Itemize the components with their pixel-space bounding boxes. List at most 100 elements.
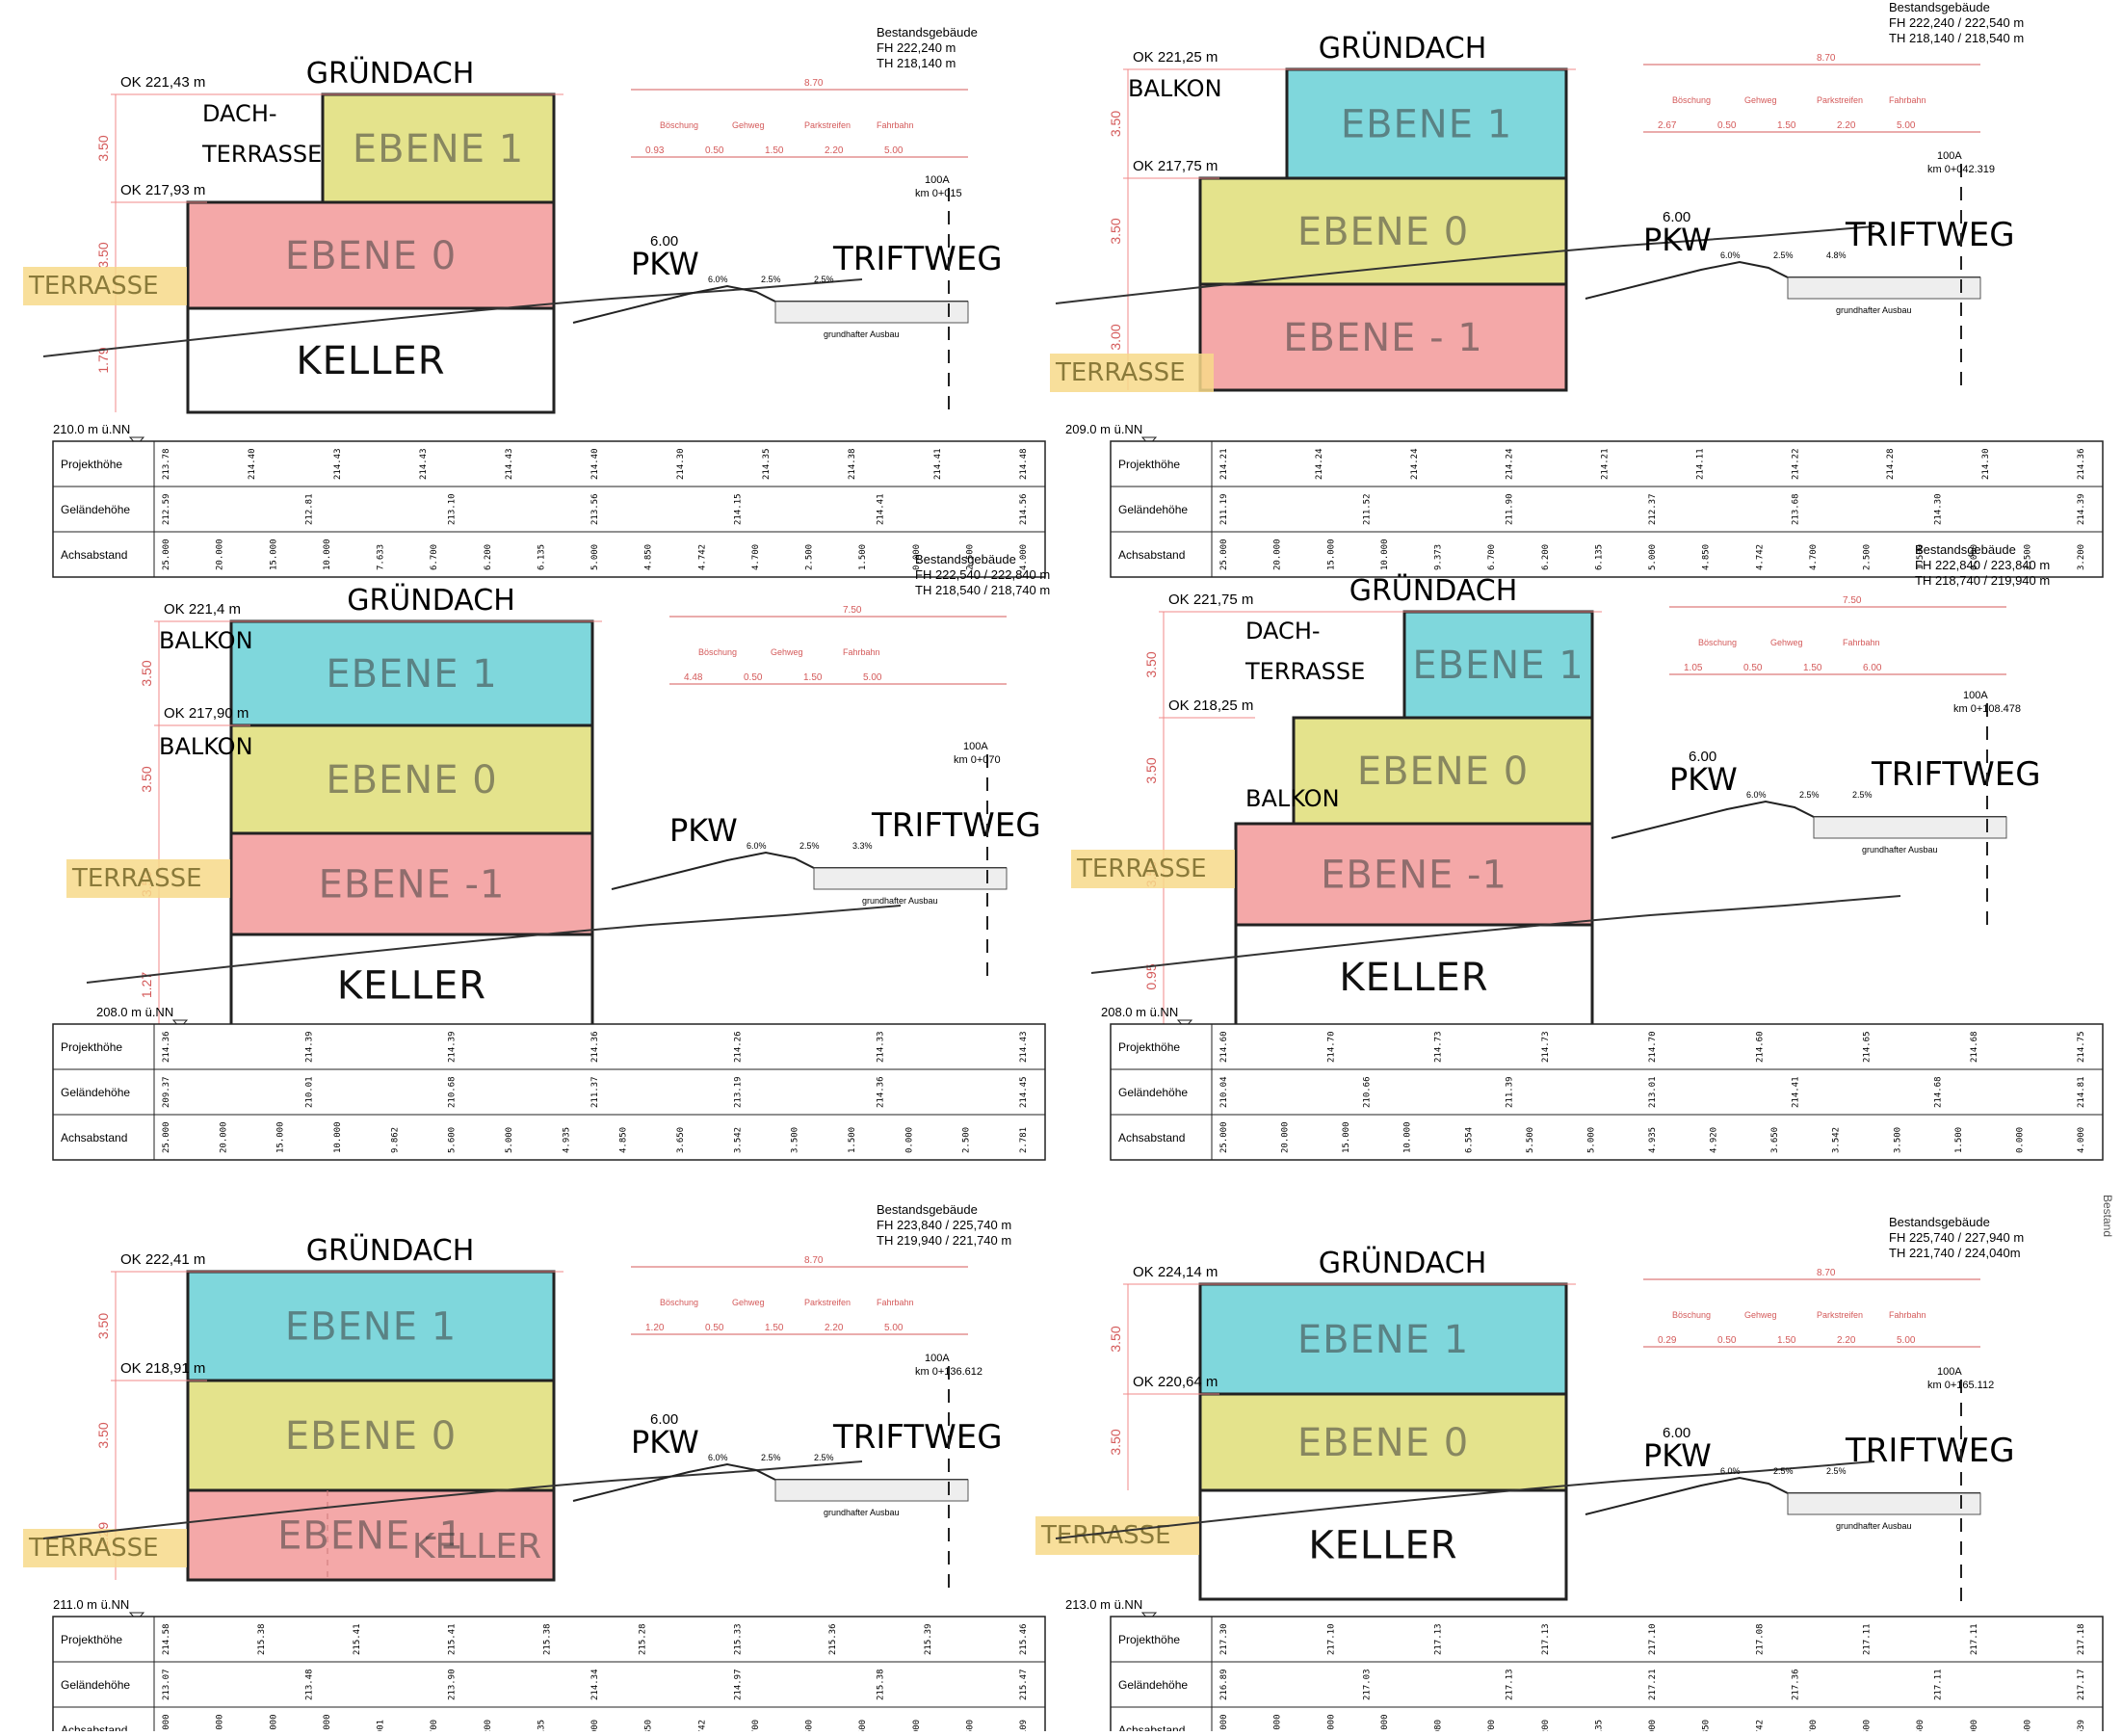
pkw-width: 6.00 <box>650 233 678 250</box>
table-value-1-5: 214.26 <box>733 1031 743 1063</box>
level-box-3 <box>1234 822 1594 927</box>
side-label-3: BALKON <box>1245 785 1340 812</box>
level-box-2 <box>186 200 556 310</box>
level-box-1 <box>229 619 594 727</box>
terrace-label: TERRASSE <box>71 864 202 893</box>
station-id: 100A <box>1963 690 1988 701</box>
dim-value-1: 3.50 <box>95 1313 111 1339</box>
table-value-3-2: 20.000 <box>1273 539 1283 570</box>
ok-mid-label: OK 217,75 m <box>1133 158 1218 174</box>
zone-dim-3: 1.50 <box>765 145 784 156</box>
table-value-3-11: 4.742 <box>697 1720 707 1731</box>
table-value-2-4: 214.34 <box>590 1669 600 1700</box>
table-value-1-7: 217.11 <box>1863 1623 1873 1655</box>
table-value-1-1: 217.30 <box>1219 1623 1229 1655</box>
data-table <box>1110 1023 2104 1161</box>
zone-dim-2: 0.50 <box>705 145 724 156</box>
table-value-1-9: 214.38 <box>848 448 857 480</box>
table-value-3-11: 4.742 <box>1755 1720 1765 1731</box>
level-label-3: EBENE -1 <box>1321 854 1507 898</box>
existing-title: Bestandsgebäude <box>1889 0 1990 14</box>
existing-fh: FH 225,740 / 227,940 m <box>1889 1230 2024 1245</box>
zone-2: Gehweg <box>1744 95 1777 105</box>
table-value-3-13: 2.500 <box>805 1720 815 1731</box>
datum-label: 208.0 m ü.NN <box>96 1005 173 1019</box>
zone-dim-3: 1.50 <box>1777 120 1796 131</box>
pkw-label: PKW <box>631 246 699 282</box>
table-value-2-7: 214.45 <box>1019 1076 1029 1108</box>
table-value-3-13: 2.500 <box>1863 1720 1873 1731</box>
table-value-1-5: 214.70 <box>1648 1031 1658 1063</box>
zone-dim-4: 6.00 <box>1863 663 1882 673</box>
slope-2: 2.5% <box>761 275 781 284</box>
slope-3: 2.5% <box>814 1453 834 1462</box>
existing-th: TH 221,740 / 224,040m <box>1889 1246 2021 1260</box>
zone-dim-5: 5.00 <box>884 1323 904 1333</box>
terrace-highlight <box>66 859 230 898</box>
existing-fh: FH 222,240 / 222,540 m <box>1889 15 2024 30</box>
station-km: km 0+108.478 <box>1953 703 2021 715</box>
table-value-3-6: 5.600 <box>448 1127 458 1153</box>
table-value-2-5: 214.97 <box>733 1669 743 1700</box>
dim-value-1: 3.50 <box>1143 651 1159 677</box>
zone-dim-1: 0.29 <box>1658 1335 1677 1346</box>
dim-value-1: 3.50 <box>1108 111 1123 137</box>
existing-title: Bestandsgebäude <box>877 25 978 39</box>
zone-dim-2: 0.50 <box>1743 663 1763 673</box>
datum-label: 213.0 m ü.NN <box>1065 1597 1142 1612</box>
road-base <box>1787 276 1981 300</box>
total-width: 7.50 <box>1843 595 1862 606</box>
table-value-1-8: 215.36 <box>828 1623 838 1655</box>
table-value-2-3: 213.10 <box>448 493 458 525</box>
terrain-line <box>42 1460 863 1539</box>
table-value-3-9: 4.850 <box>619 1127 629 1153</box>
table-value-3-14: 1.500 <box>858 1720 868 1731</box>
data-table <box>1110 1616 2104 1736</box>
terrain-line <box>86 905 902 984</box>
table-value-3-17: 2.539 <box>2077 1720 2086 1731</box>
table-value-1-6: 214.40 <box>590 448 600 480</box>
table-value-1-8: 217.11 <box>1970 1623 1979 1655</box>
table-value-3-12: 3.500 <box>791 1127 800 1153</box>
level-label-3: KELLER <box>1308 1524 1457 1568</box>
table-value-2-6: 214.41 <box>877 493 886 525</box>
level-label-1: EBENE 1 <box>326 652 497 697</box>
total-width: 8.70 <box>804 78 824 89</box>
slope-1: 6.0% <box>708 1453 728 1462</box>
zone-3: Parkstreifen <box>1817 95 1863 105</box>
ok-mid-label: OK 220,64 m <box>1133 1374 1218 1390</box>
table-value-3-15: 0.000 <box>912 544 922 570</box>
station-id: 100A <box>925 174 950 186</box>
level-label-2: EBENE 0 <box>1297 1421 1469 1465</box>
table-value-2-6: 214.30 <box>1934 493 1944 525</box>
table-value-3-5: 6.554 <box>1464 1127 1474 1153</box>
street-label: TRIFTWEG <box>1845 1432 2015 1470</box>
table-value-2-5: 213.68 <box>1791 493 1800 525</box>
table-value-3-4: 10.000 <box>323 1714 332 1731</box>
station-km: km 0+165.112 <box>1927 1380 1994 1391</box>
level-label-4: KELLER <box>1339 956 1488 1000</box>
table-value-3-10: 4.850 <box>644 544 654 570</box>
table-value-1-3: 214.39 <box>448 1031 458 1063</box>
table-value-3-17: 3.200 <box>2077 544 2086 570</box>
total-width: 8.70 <box>804 1255 824 1266</box>
table-value-3-16: 2.500 <box>2023 1720 2032 1731</box>
zone-dim-1: 2.67 <box>1658 120 1677 131</box>
side-label-1: BALKON <box>159 627 253 654</box>
street-label: TRIFTWEG <box>871 806 1041 845</box>
table-value-3-13: 1.500 <box>1954 1127 1964 1153</box>
dim-value-2: 3.50 <box>1143 757 1159 783</box>
table-value-3-9: 5.000 <box>1648 1720 1658 1731</box>
data-table <box>52 1616 1046 1736</box>
table-value-2-4: 213.56 <box>590 493 600 525</box>
ok-top-label: OK 221,4 m <box>164 601 241 618</box>
zone-2: Gehweg <box>1744 1310 1777 1320</box>
slope-1: 6.0% <box>708 275 728 284</box>
table-value-3-1: 25.000 <box>1219 539 1229 570</box>
base-note: grundhafter Ausbau <box>824 1508 900 1517</box>
level-label-1: EBENE 1 <box>353 127 524 171</box>
street-label: TRIFTWEG <box>1845 216 2015 254</box>
table-value-3-10: 4.850 <box>1702 1720 1712 1731</box>
